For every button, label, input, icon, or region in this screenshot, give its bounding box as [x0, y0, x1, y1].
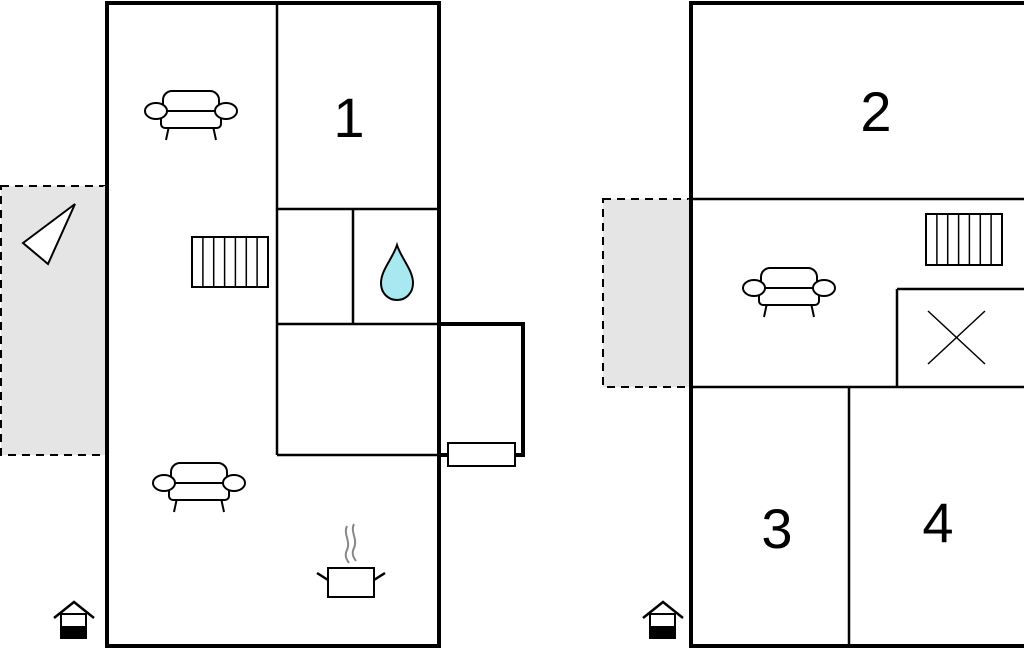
water-drop-icon — [379, 241, 415, 302]
ground-floor: 1 — [0, 1, 525, 648]
house-entrance-icon — [642, 600, 684, 639]
fireplace-icon — [447, 442, 516, 467]
room-number-4: 4 — [922, 491, 953, 554]
sofa-icon — [152, 462, 246, 513]
sofa-icon — [742, 267, 836, 318]
cooking-pot-icon — [316, 523, 386, 598]
void-cross-icon — [927, 310, 986, 365]
upper-floor: 2 3 4 — [602, 1, 1024, 648]
upper-floor-outline — [689, 1, 1024, 648]
terrace-triangle-icon — [21, 203, 76, 266]
stairs-icon — [191, 236, 269, 288]
stairs-icon — [925, 213, 1003, 266]
balcony — [602, 198, 691, 388]
sofa-icon — [144, 90, 238, 141]
room-number-2: 2 — [860, 80, 891, 143]
house-entrance-icon — [53, 600, 95, 639]
room-number-3: 3 — [761, 497, 792, 560]
room-number-1: 1 — [333, 86, 364, 149]
